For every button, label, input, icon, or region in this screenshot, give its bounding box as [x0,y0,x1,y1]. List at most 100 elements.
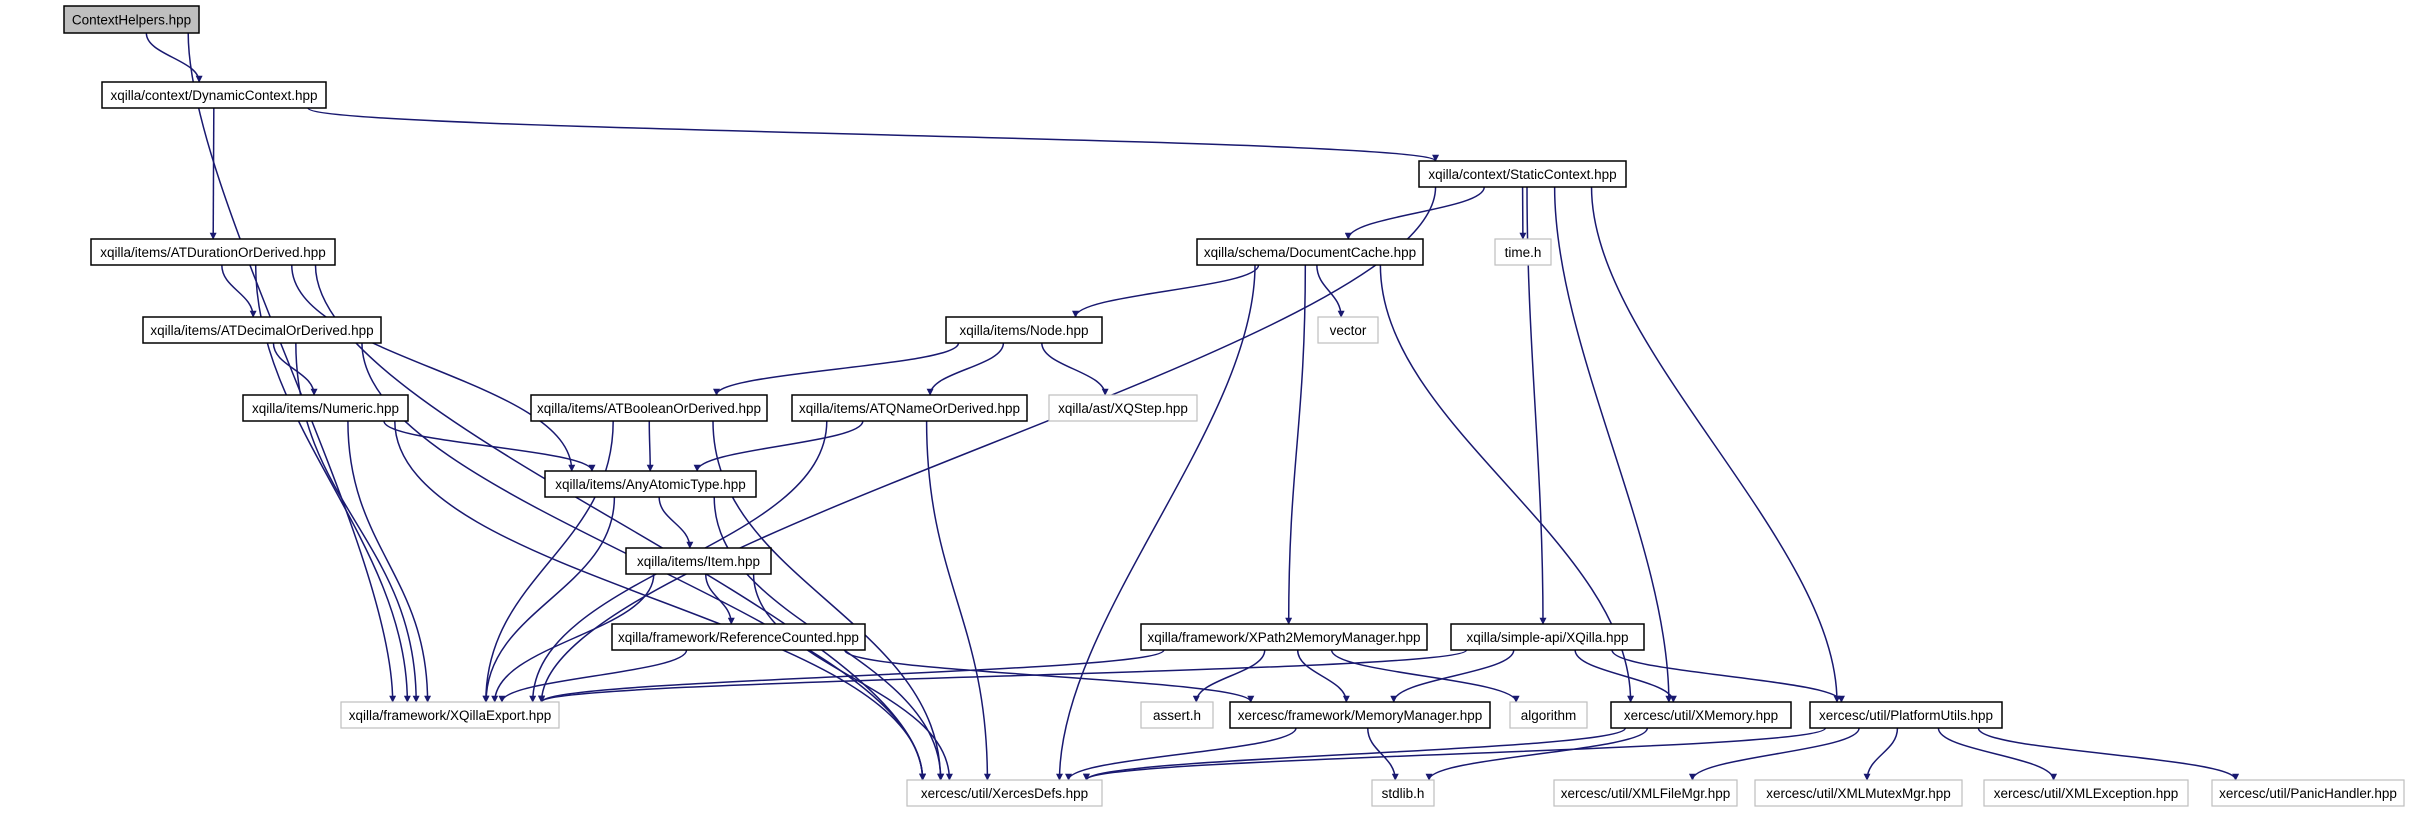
edge-node-hpp-to-xqstep [1041,342,1109,396]
file-node-label: xercesc/util/PanicHandler.hpp [2219,786,2397,801]
edge-document-cache-to-vector [1316,264,1345,318]
edge-any-atomic-to-item-hpp [658,496,694,549]
file-node-box [544,470,757,498]
file-node-label: xqilla/framework/XPath2MemoryManager.hpp [1147,630,1420,645]
file-node-box [1371,779,1435,807]
file-node-item-hpp[interactable]: xqilla/items/Item.hpp [625,547,772,575]
file-node-assert-h: assert.h [1140,701,1214,729]
edge-platform-utils-to-xml-exception [1937,727,2058,781]
file-node-box [611,623,866,651]
file-node-box [625,547,772,575]
file-node-at-boolean[interactable]: xqilla/items/ATBooleanOrDerived.hpp [530,394,768,422]
file-node-label: stdlib.h [1382,786,1425,801]
file-node-xpath2mm[interactable]: xqilla/framework/XPath2MemoryManager.hpp [1140,623,1428,651]
file-node-xmemory[interactable]: xercesc/util/XMemory.hpp [1610,701,1792,729]
file-node-document-cache[interactable]: xqilla/schema/DocumentCache.hpp [1196,238,1424,266]
file-node-label: xercesc/util/XMLException.hpp [1994,786,2179,801]
file-node-label: xercesc/framework/MemoryManager.hpp [1238,708,1483,723]
file-node-box [1494,238,1552,266]
edge-dynamic-context-to-at-duration [209,107,217,240]
file-node-label: time.h [1505,245,1542,260]
file-node-time-h: time.h [1494,238,1552,266]
file-node-box [340,701,560,729]
file-node-label: xqilla/context/StaticContext.hpp [1428,167,1616,182]
file-node-label: vector [1330,323,1367,338]
edge-xpath2mm-to-algorithm [1330,649,1520,703]
file-node-xqstep: xqilla/ast/XQStep.hpp [1048,394,1198,422]
file-node-label: xercesc/util/PlatformUtils.hpp [1819,708,1993,723]
file-node-label: xqilla/items/ATQNameOrDerived.hpp [799,401,1020,416]
file-node-box [63,5,200,34]
edge-platform-utils-to-xml-mutex-mgr [1863,727,1899,781]
file-node-label: xqilla/framework/XQillaExport.hpp [349,708,552,723]
file-node-label: xqilla/items/Node.hpp [959,323,1088,338]
edge-dynamic-context-to-static-context [307,107,1439,162]
edge-item-hpp-to-xqilla-export [491,573,655,703]
file-node-box [1610,701,1792,729]
file-node-box [1418,160,1627,188]
edge-xpath2mm-to-xqilla-export [538,649,1165,703]
file-node-xml-mutex-mgr: xercesc/util/XMLMutexMgr.hpp [1754,779,1963,807]
edge-ref-counted-to-xqilla-export [498,649,688,703]
file-node-label: xqilla/items/Item.hpp [637,554,760,569]
edge-node-hpp-to-at-boolean [713,342,960,396]
edge-numeric-to-xerces-defs [394,420,927,781]
file-node-algorithm: algorithm [1509,701,1588,729]
edge-xqilla-api-to-memory-manager [1390,649,1515,703]
file-node-at-decimal[interactable]: xqilla/items/ATDecimalOrDerived.hpp [142,316,382,344]
edge-context-helpers-to-dynamic-context [145,32,203,83]
file-node-box [1553,779,1738,807]
edge-item-hpp-to-ref-counted [704,573,735,625]
file-node-box [530,394,768,422]
file-node-box [90,238,336,266]
edge-platform-utils-to-xml-file-mgr [1688,727,1860,781]
edge-static-context-to-document-cache [1344,186,1485,240]
file-node-platform-utils[interactable]: xercesc/util/PlatformUtils.hpp [1809,701,2003,729]
file-node-label: xercesc/util/XMLFileMgr.hpp [1561,786,1731,801]
edge-node-hpp-to-at-qname [926,342,1005,396]
file-node-context-helpers[interactable]: ContextHelpers.hpp [63,5,200,34]
edge-at-boolean-to-any-atomic [646,420,654,472]
edge-any-atomic-to-xqilla-export [482,496,616,703]
file-node-box [1140,623,1428,651]
file-node-label: xqilla/items/Numeric.hpp [252,401,399,416]
file-node-at-qname[interactable]: xqilla/items/ATQNameOrDerived.hpp [791,394,1028,422]
edge-xqilla-api-to-platform-utils [1611,649,1845,703]
file-node-xml-file-mgr: xercesc/util/XMLFileMgr.hpp [1553,779,1738,807]
dependency-edges [145,32,2240,781]
edge-at-boolean-to-xqilla-export [482,420,614,703]
file-node-box [1509,701,1588,729]
file-node-label: algorithm [1521,708,1577,723]
file-node-box [1809,701,2003,729]
edge-item-hpp-to-xerces-defs [752,573,953,781]
file-node-box [142,316,382,344]
file-node-dynamic-context[interactable]: xqilla/context/DynamicContext.hpp [101,81,327,109]
file-node-box [791,394,1028,422]
file-node-label: xqilla/context/DynamicContext.hpp [110,88,317,103]
edge-document-cache-to-xerces-defs [1055,264,1256,781]
edge-platform-utils-to-xerces-defs [1083,727,1827,781]
file-node-ref-counted[interactable]: xqilla/framework/ReferenceCounted.hpp [611,623,866,651]
file-node-xqilla-api[interactable]: xqilla/simple-api/XQilla.hpp [1450,623,1645,651]
file-node-box [1229,701,1491,729]
file-node-static-context[interactable]: xqilla/context/StaticContext.hpp [1418,160,1627,188]
file-node-at-duration[interactable]: xqilla/items/ATDurationOrDerived.hpp [90,238,336,266]
file-node-any-atomic[interactable]: xqilla/items/AnyAtomicType.hpp [544,470,757,498]
file-node-box [1140,701,1214,729]
file-node-xerces-defs: xercesc/util/XercesDefs.hpp [906,779,1103,807]
edge-at-duration-to-at-decimal [221,264,257,318]
file-node-numeric[interactable]: xqilla/items/Numeric.hpp [242,394,409,422]
file-node-label: xqilla/items/ATDurationOrDerived.hpp [100,245,326,260]
file-node-label: assert.h [1153,708,1201,723]
edge-memory-manager-to-stdlib-h [1366,727,1399,781]
file-node-node-hpp[interactable]: xqilla/items/Node.hpp [945,316,1103,344]
file-node-memory-manager[interactable]: xercesc/framework/MemoryManager.hpp [1229,701,1491,729]
edge-at-qname-to-xerces-defs [925,420,991,781]
edge-document-cache-to-node-hpp [1072,264,1260,318]
file-node-box [1450,623,1645,651]
file-node-box [1048,394,1198,422]
file-node-box [1317,316,1379,344]
file-node-label: xqilla/items/ATBooleanOrDerived.hpp [537,401,761,416]
file-nodes: ContextHelpers.hpp xqilla/context/Dynamic… [63,5,2405,807]
